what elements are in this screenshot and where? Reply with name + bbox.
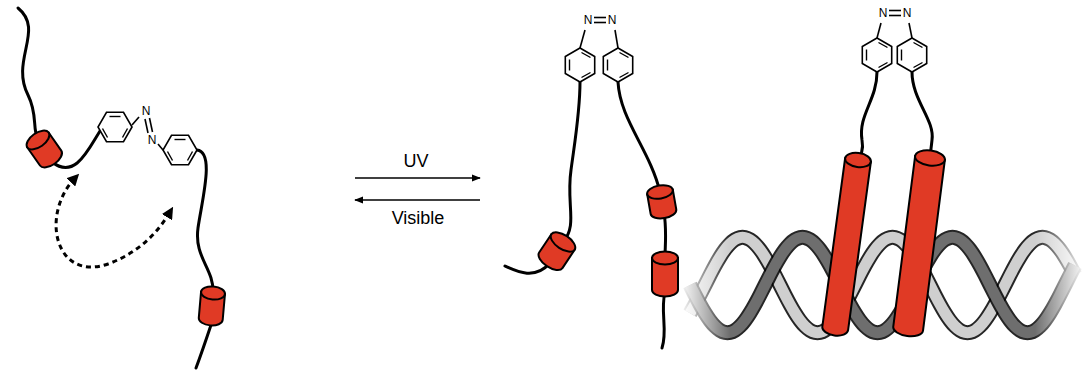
atom-label: N	[879, 7, 888, 19]
helix-fade	[1035, 222, 1082, 348]
atom-label: N	[584, 14, 593, 26]
helix-cylinder	[646, 183, 677, 220]
helix-cylinder	[535, 228, 578, 273]
peptide-chain	[858, 72, 932, 160]
equilibrium-arrow	[355, 178, 480, 200]
azo-bond	[132, 117, 163, 150]
helix-cylinder	[892, 149, 946, 338]
dna-strand-outline	[690, 237, 1075, 332]
peptide-chain	[18, 8, 213, 368]
atom-label: N	[903, 7, 912, 19]
helix-cylinder	[821, 151, 871, 337]
atom-label: N	[148, 134, 157, 146]
light-label: Visible	[392, 209, 445, 227]
peptide-chain	[505, 82, 666, 348]
dna-strand	[690, 237, 1075, 332]
dna-strand	[690, 237, 1075, 332]
dna-strand-outline	[690, 237, 1075, 332]
motion-arrow	[56, 178, 170, 267]
atom-label: N	[142, 105, 151, 117]
helix-cylinder	[652, 252, 678, 297]
light-label: UV	[403, 152, 428, 170]
helix-cylinder	[198, 285, 225, 326]
helix-fade	[680, 222, 730, 348]
helix-cylinder	[23, 127, 65, 171]
atom-label: N	[608, 14, 617, 26]
dna-helix	[680, 222, 1082, 348]
